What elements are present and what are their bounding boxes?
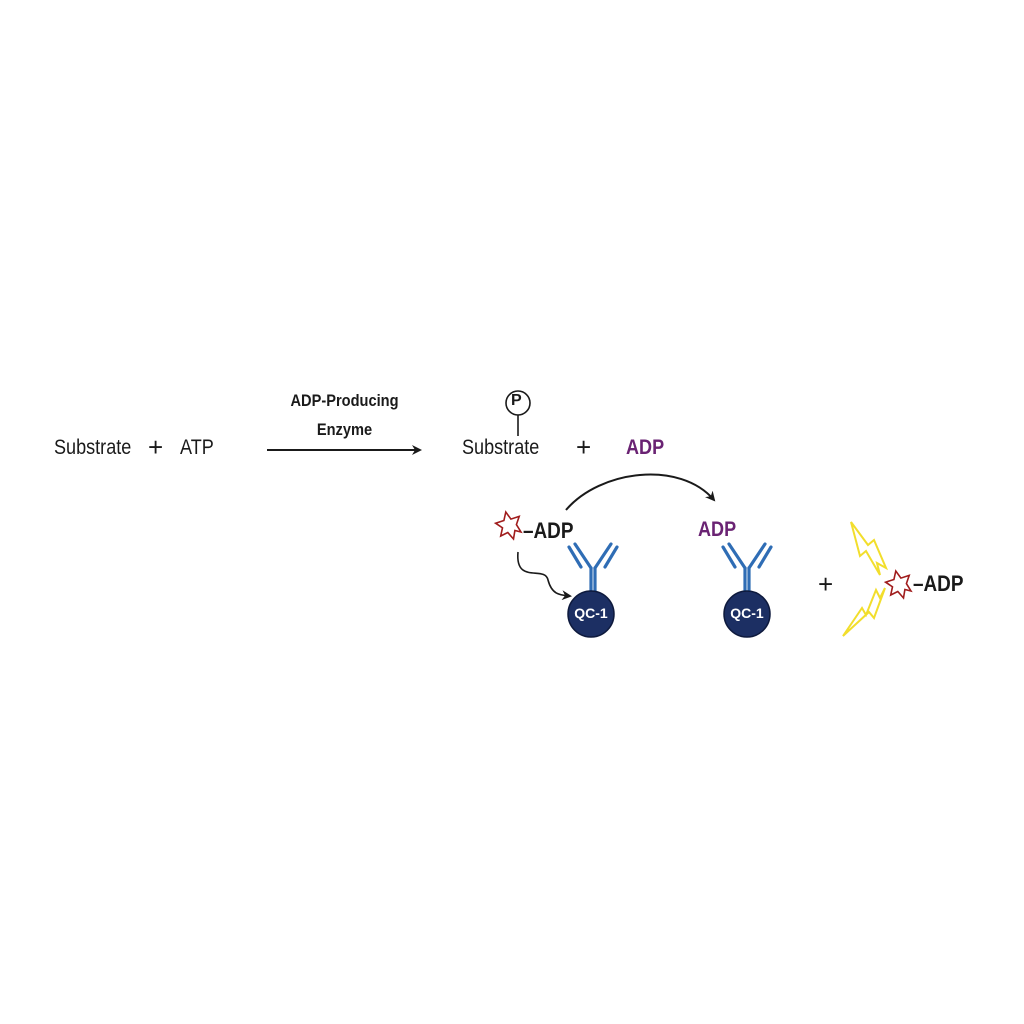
- enzyme-label-line1: ADP-Producing: [290, 391, 399, 410]
- bead-1-label: QC-1: [574, 605, 608, 621]
- atp-label: ATP: [180, 436, 214, 459]
- adp-product-label: ADP: [626, 436, 665, 459]
- bead-2-label: QC-1: [730, 605, 764, 621]
- bead-2-icon: [723, 590, 771, 638]
- substrate-label: Substrate: [54, 436, 132, 459]
- bead-1-icon: [567, 590, 615, 638]
- plus-sign-3: +: [818, 569, 834, 599]
- plus-sign-1: +: [148, 432, 164, 462]
- enzyme-label-line2: Enzyme: [316, 420, 373, 439]
- lightning-upper-icon: [850, 521, 889, 576]
- tracer-fluorophore-icon: [493, 510, 523, 541]
- displacement-arrow: [565, 473, 716, 511]
- free-tracer-fluorophore-icon: [883, 569, 913, 600]
- lightning-lower-icon: [842, 587, 886, 637]
- phosphate-label: P: [511, 392, 522, 409]
- antibody-2-icon: [721, 542, 773, 594]
- displaced-adp-label: ADP: [698, 518, 737, 541]
- plus-sign-2: +: [576, 432, 592, 462]
- antibody-1-icon: [567, 542, 619, 594]
- transfer-arrow: [517, 551, 572, 601]
- free-tracer-adp-label: –ADP: [913, 571, 964, 596]
- tracer-adp-label: –ADP: [523, 518, 574, 543]
- phosphorylated-substrate-label: Substrate: [462, 436, 540, 459]
